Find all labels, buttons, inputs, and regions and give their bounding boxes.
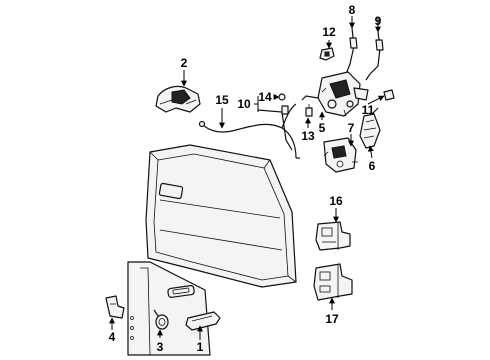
part-14-clip xyxy=(278,93,286,101)
callout-6: 6 xyxy=(369,159,376,173)
door-shell xyxy=(145,144,297,288)
part-12-bracket xyxy=(319,47,335,61)
leader-lines xyxy=(109,16,385,340)
callout-15: 15 xyxy=(215,93,229,107)
callout-11: 11 xyxy=(362,103,375,117)
callout-8: 8 xyxy=(349,3,356,17)
callout-5: 5 xyxy=(319,121,326,135)
callout-12: 12 xyxy=(322,25,336,39)
part-17-lower-hinge xyxy=(313,263,353,301)
outer-handle-recess xyxy=(158,182,184,200)
part-5-latch-assembly xyxy=(301,71,369,117)
callout-7: 7 xyxy=(348,121,355,135)
callout-14: 14 xyxy=(258,90,272,104)
interior-handle-bezel xyxy=(167,285,195,298)
callout-13: 13 xyxy=(301,129,315,143)
callout-1: 1 xyxy=(197,340,204,354)
callout-3: 3 xyxy=(157,340,164,354)
callout-10: 10 xyxy=(237,97,251,111)
part-16-upper-hinge xyxy=(315,221,351,251)
callout-9: 9 xyxy=(375,14,382,28)
callout-17: 17 xyxy=(325,312,339,326)
part-11-clip xyxy=(383,89,395,101)
part-3-lock-cylinder xyxy=(153,309,169,330)
part-2-outside-handle xyxy=(155,85,201,113)
callout-labels: 1 2 3 4 5 6 7 8 9 10 11 12 13 14 15 16 1… xyxy=(109,3,382,354)
part-6-lock-actuator xyxy=(359,107,381,149)
part-10-lock-rod xyxy=(257,105,293,151)
callout-2: 2 xyxy=(181,56,188,70)
part-13-bolt xyxy=(305,104,313,117)
part-8-rod xyxy=(345,27,358,75)
part-1-interior-handle xyxy=(185,311,221,331)
part-4-clip xyxy=(105,295,125,319)
callout-16: 16 xyxy=(329,194,343,208)
part-7-latch-module xyxy=(323,137,358,173)
callout-4: 4 xyxy=(109,330,116,344)
part-9-rod xyxy=(365,31,384,81)
